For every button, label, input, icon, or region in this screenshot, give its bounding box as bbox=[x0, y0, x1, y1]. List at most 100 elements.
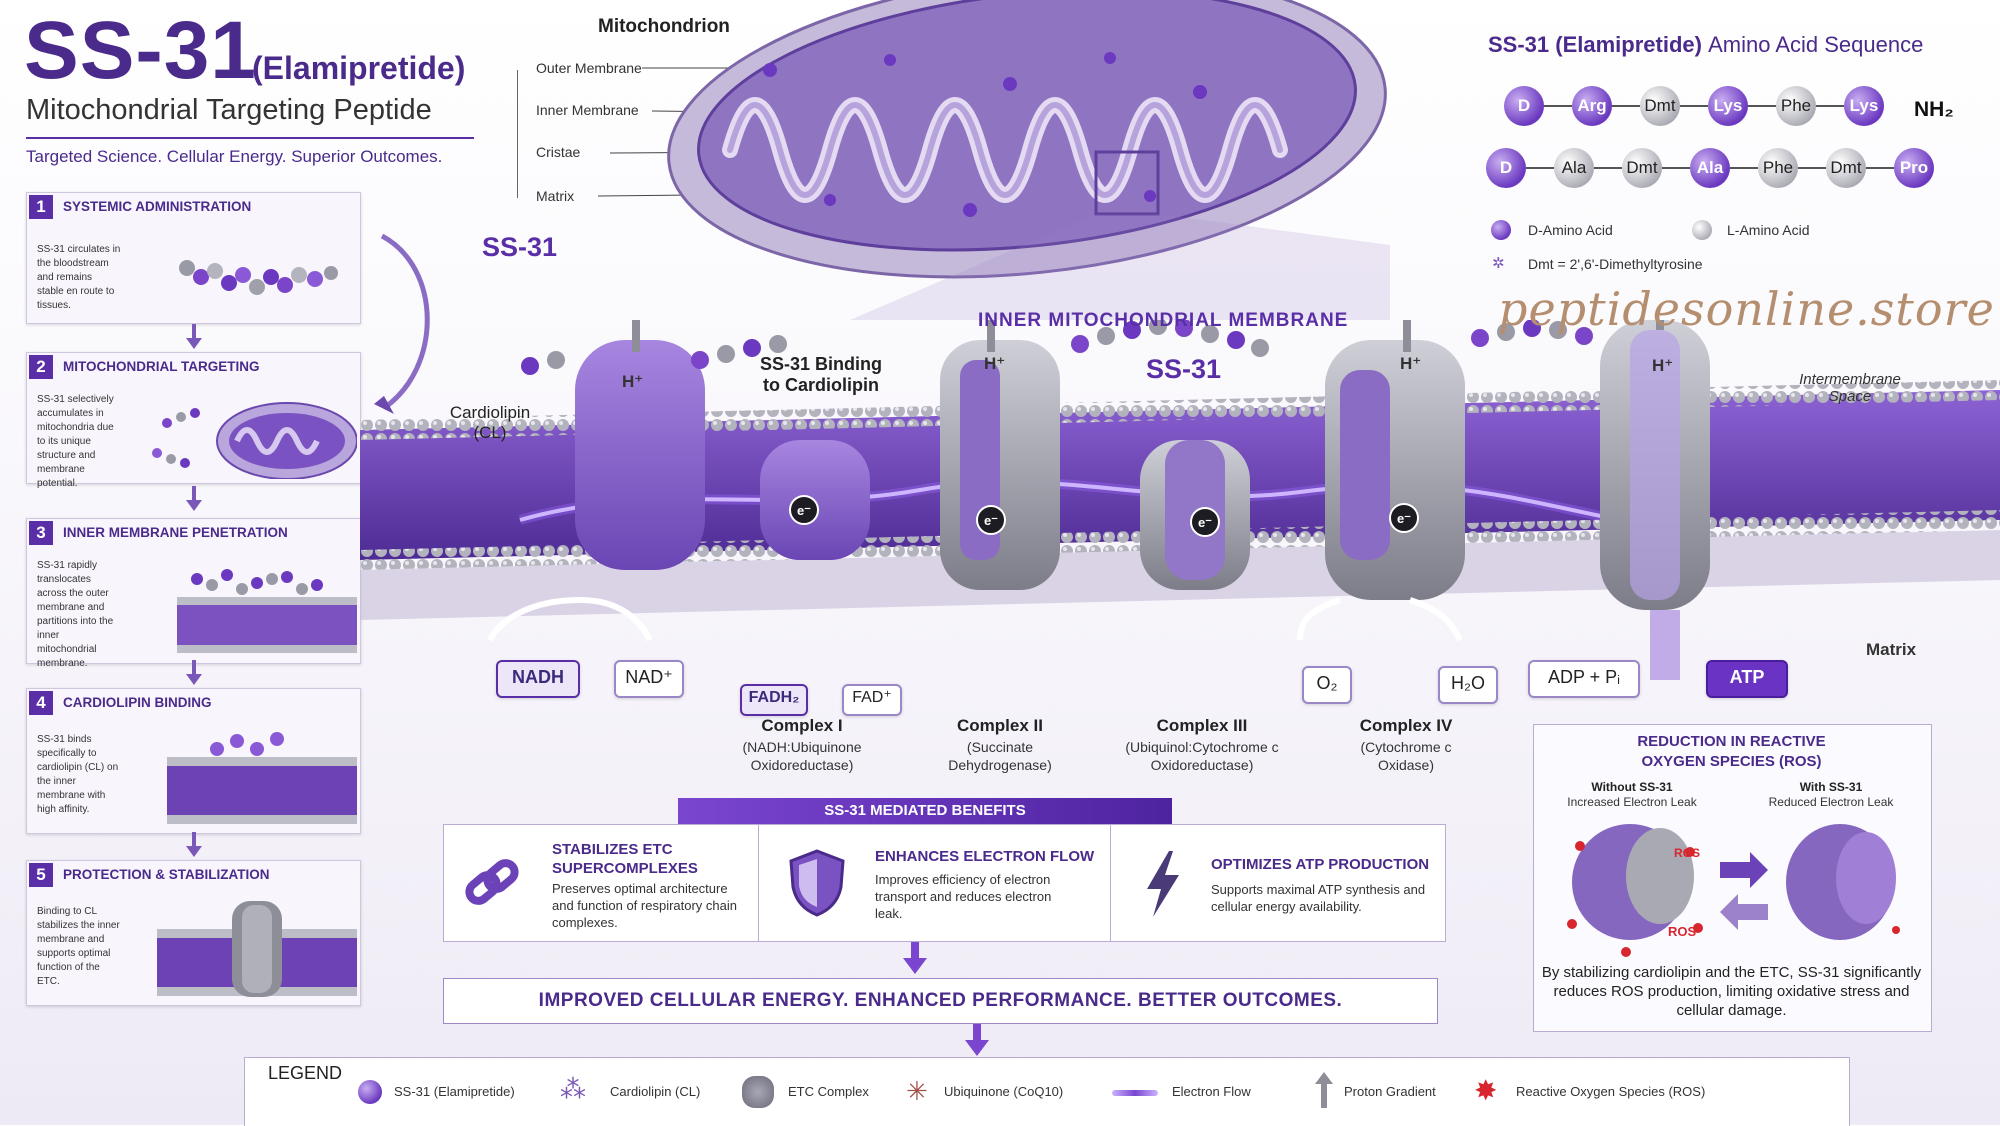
cardiolipin-binding-illustration bbox=[167, 732, 357, 824]
stabilization-illustration bbox=[157, 901, 357, 997]
proton-gradient-legend-icon bbox=[1315, 1072, 1333, 1108]
benefit-text: Supports maximal ATP synthesis and cellu… bbox=[1211, 882, 1426, 914]
complex-2-sub2: Dehydrogenase) bbox=[948, 757, 1052, 773]
down-arrow-icon bbox=[965, 1024, 989, 1056]
intermembrane-space-label: Intermembrane Space bbox=[1799, 371, 1901, 405]
step-card-3: 3 INNER MEMBRANE PENETRATION SS-31 rapid… bbox=[26, 518, 361, 669]
peptide-bond bbox=[1798, 167, 1826, 169]
flow-arrow bbox=[186, 832, 202, 857]
benefit-text: Preserves optimal architecture and funct… bbox=[552, 881, 737, 930]
step-number: 1 bbox=[29, 195, 53, 219]
step-number: 3 bbox=[29, 521, 53, 545]
legend-item-proton-gradient: Proton Gradient bbox=[1344, 1084, 1436, 1099]
proton-label: H⁺ bbox=[984, 354, 1006, 373]
ros-comparison-illustration: ROS ROS bbox=[1567, 824, 1900, 957]
label-matrix: Matrix bbox=[536, 188, 575, 204]
ros-legend-icon: ✸ bbox=[1474, 1075, 1498, 1106]
benefit-title: STABILIZES ETC SUPERCOMPLEXES bbox=[552, 841, 698, 877]
without-ss31-sub: Increased Electron Leak bbox=[1567, 795, 1697, 809]
label-cristae: Cristae bbox=[536, 144, 581, 160]
step-text: SS-31 binds specifically to cardiolipin … bbox=[37, 734, 119, 815]
ros-title-line-1: REDUCTION IN REACTIVE bbox=[1637, 733, 1826, 750]
page-title-paren: (Elamipretide) bbox=[252, 50, 466, 86]
with-ss31-title: With SS-31 bbox=[1799, 780, 1863, 794]
flow-arrow bbox=[186, 660, 202, 685]
step-text: SS-31 circulates in the bloodstream and … bbox=[37, 244, 121, 311]
step-number: 5 bbox=[29, 863, 53, 887]
ss31-legend-icon bbox=[358, 1080, 382, 1104]
chain-link-icon bbox=[465, 859, 519, 905]
legend-panel bbox=[244, 1057, 1850, 1126]
electron-label: e⁻ bbox=[797, 503, 811, 518]
nadh-pill: NADH bbox=[496, 660, 580, 698]
label-bracket bbox=[517, 70, 526, 198]
amino-acid-d: D bbox=[1504, 86, 1544, 126]
peptide-bond bbox=[1866, 167, 1894, 169]
amino-acid-dmt: Dmt bbox=[1640, 86, 1680, 126]
cardiolipin-legend-icon: ⁂ bbox=[560, 1074, 586, 1104]
legend-item-ros: Reactive Oxygen Species (ROS) bbox=[1516, 1084, 1706, 1099]
step-title: PROTECTION & STABILIZATION bbox=[63, 867, 270, 882]
amino-acid-dmt: Dmt bbox=[1622, 148, 1662, 188]
complex-4-name: Complex IV bbox=[1359, 716, 1453, 735]
electron-label: e⁻ bbox=[1198, 515, 1212, 530]
with-ss31-caption: With SS-31 Reduced Electron Leak bbox=[1756, 780, 1906, 810]
label-outer-membrane: Outer Membrane bbox=[536, 60, 642, 76]
key-dmt: Dmt = 2',6'-Dimethyltyrosine bbox=[1528, 256, 1703, 272]
complex-3-name: Complex III bbox=[1156, 716, 1248, 735]
ss31-label: SS-31 bbox=[482, 232, 558, 262]
amide-terminus: NH₂ bbox=[1914, 98, 1954, 121]
ros-tag: ROS bbox=[1674, 846, 1700, 860]
inner-membrane-scene: e⁻ e⁻ e⁻ e⁻ bbox=[360, 320, 2000, 680]
fadh2-pill: FADH₂ bbox=[740, 684, 808, 716]
with-ss31-sub: Reduced Electron Leak bbox=[1768, 795, 1894, 809]
benefit-title: ENHANCES ELECTRON FLOW bbox=[875, 848, 1095, 865]
outcome-banner: IMPROVED CELLULAR ENERGY. ENHANCED PERFO… bbox=[443, 978, 1438, 1024]
electron-label: e⁻ bbox=[984, 513, 998, 528]
amino-acid-phe: Phe bbox=[1758, 148, 1798, 188]
d-amino-acid-icon bbox=[1491, 220, 1511, 240]
step-card-4: 4 CARDIOLIPIN BINDING SS-31 binds specif… bbox=[26, 688, 361, 834]
benefits-header: SS-31 MEDIATED BENEFITS bbox=[678, 798, 1172, 824]
step-text: SS-31 rapidly translocates across the ou… bbox=[37, 560, 114, 669]
curved-arrow bbox=[374, 233, 430, 414]
adp-pill: ADP + Pᵢ bbox=[1528, 660, 1640, 698]
legend-title: LEGEND bbox=[268, 1063, 343, 1083]
peptide-bond bbox=[1594, 167, 1622, 169]
step-number: 4 bbox=[29, 691, 53, 715]
peptide-bond bbox=[1662, 167, 1690, 169]
peptide-bond bbox=[1748, 105, 1776, 107]
ros-tag: ROS bbox=[1668, 924, 1697, 939]
benefit-etc: STABILIZES ETC SUPERCOMPLEXES Preserves … bbox=[444, 825, 758, 941]
sequence-title-rest: Amino Acid Sequence bbox=[1708, 32, 1924, 57]
watermark: peptidesonline.store bbox=[1498, 282, 1995, 336]
key-l-amino-acid: L-Amino Acid bbox=[1727, 222, 1810, 238]
complex-2-sub: (Succinate bbox=[966, 739, 1034, 755]
title-divider bbox=[26, 137, 474, 139]
step-card-1: 1 SYSTEMIC ADMINISTRATION SS-31 circulat… bbox=[26, 192, 361, 324]
amino-acid-ala: Ala bbox=[1690, 148, 1730, 188]
step-card-2: 2 MITOCHONDRIAL TARGETING SS-31 selectiv… bbox=[26, 352, 361, 489]
ros-summary: By stabilizing cardiolipin and the ETC, … bbox=[1541, 964, 1922, 1019]
amino-acid-phe: Phe bbox=[1776, 86, 1816, 126]
amino-acid-d: D bbox=[1486, 148, 1526, 188]
peptide-bond bbox=[1680, 105, 1708, 107]
key-d-amino-acid: D-Amino Acid bbox=[1528, 222, 1613, 238]
membrane-penetration-illustration bbox=[177, 569, 357, 653]
atp-pill: ATP bbox=[1706, 660, 1788, 698]
amino-acid-lys: Lys bbox=[1708, 86, 1748, 126]
step-number: 2 bbox=[29, 355, 53, 379]
inner-membrane-title: INNER MITOCHONDRIAL MEMBRANE bbox=[978, 310, 1349, 331]
amino-acid-lys: Lys bbox=[1844, 86, 1884, 126]
complex-1-name: Complex I bbox=[761, 716, 843, 735]
benefit-electron-flow: ENHANCES ELECTRON FLOW Improves efficien… bbox=[758, 825, 1111, 941]
complex-1-sub2: Oxidoreductase) bbox=[750, 757, 854, 773]
step-card-5: 5 PROTECTION & STABILIZATION Binding to … bbox=[26, 860, 361, 1006]
peptide-bond bbox=[1816, 105, 1844, 107]
page-subtitle: Mitochondrial Targeting Peptide bbox=[26, 94, 432, 126]
benefits-panel: STABILIZES ETC SUPERCOMPLEXES Preserves … bbox=[443, 824, 1446, 942]
complex-2-name: Complex II bbox=[957, 716, 1043, 735]
proton-label: H⁺ bbox=[622, 372, 644, 391]
legend-item-electron-flow: Electron Flow bbox=[1172, 1084, 1251, 1099]
flow-arrow bbox=[186, 324, 202, 349]
